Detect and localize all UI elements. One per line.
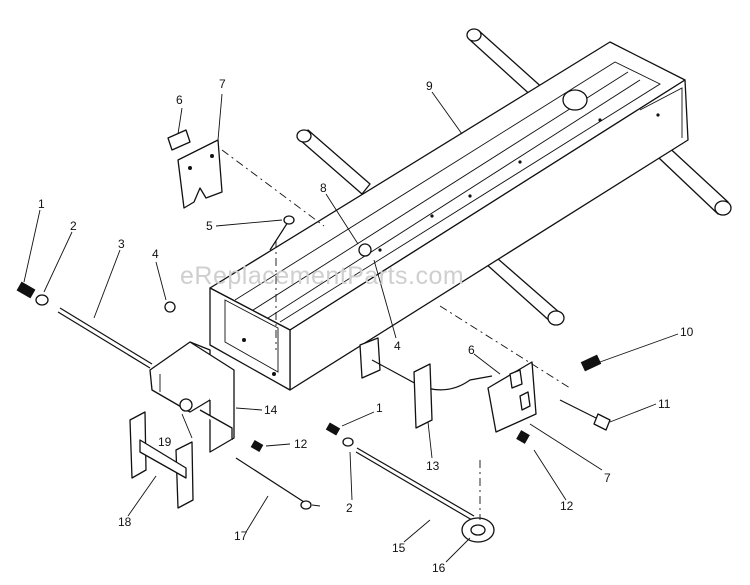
- callouts: 1 2 3 4 5 6 7 8 9 4 6 10 11 7 12 12 13 1…: [38, 77, 694, 575]
- callout-6: 6: [176, 93, 183, 107]
- callout-4-center: 4: [394, 339, 401, 353]
- callout-13: 13: [426, 459, 440, 473]
- callout-5: 5: [206, 219, 213, 233]
- callout-12-right: 12: [560, 499, 574, 513]
- label-plate: [167, 129, 191, 151]
- rod-17: [235, 457, 312, 510]
- callout-17: 17: [234, 529, 248, 543]
- spring-12-right: [516, 430, 530, 444]
- center-lines: [221, 149, 571, 520]
- callout-6-right: 6: [468, 343, 475, 357]
- callout-9: 9: [426, 79, 433, 93]
- callout-12-left: 12: [294, 437, 308, 451]
- rod: [57, 307, 153, 369]
- callout-16: 16: [432, 561, 446, 575]
- callout-4: 4: [152, 247, 159, 261]
- spring-10: [580, 354, 602, 372]
- callout-11: 11: [658, 397, 671, 411]
- frame: [209, 41, 689, 391]
- callout-14: 14: [264, 403, 278, 417]
- callout-2: 2: [70, 219, 77, 233]
- callout-7-right: 7: [604, 471, 611, 485]
- spring-left: [16, 281, 49, 306]
- watermark-text: eReplacementParts.com: [180, 262, 464, 290]
- callout-7: 7: [219, 77, 226, 91]
- callout-1-center: 1: [376, 401, 383, 415]
- spring-12-left: [250, 440, 264, 452]
- lever: [359, 337, 493, 429]
- left-bracket: [149, 341, 235, 453]
- callout-2-center: 2: [346, 501, 353, 515]
- callout-8: 8: [320, 181, 327, 195]
- callout-1: 1: [38, 197, 45, 211]
- nut-center: [358, 243, 372, 257]
- lever-bracket: [129, 411, 194, 509]
- spring-center: [325, 422, 354, 447]
- right-plate: [487, 361, 537, 433]
- leader-lines: [23, 91, 679, 563]
- rod-15: [355, 447, 495, 543]
- mounting-plate: [177, 139, 223, 209]
- callout-10: 10: [680, 325, 694, 339]
- nut: [164, 301, 176, 313]
- callout-19: 19: [158, 435, 172, 449]
- bolt-11: [559, 399, 611, 431]
- callout-15: 15: [392, 541, 406, 555]
- callout-3: 3: [118, 237, 125, 251]
- bolt: [269, 215, 295, 251]
- callout-18: 18: [118, 515, 132, 529]
